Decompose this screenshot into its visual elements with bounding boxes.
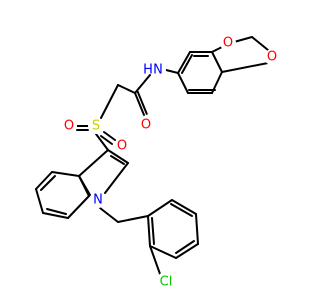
nitrogen-atom-indole: N — [93, 193, 103, 208]
double-bond — [134, 92, 145, 116]
bond — [104, 162, 129, 194]
bond — [46, 208, 67, 215]
oxygen-atom-sulfonyl-right: O — [117, 139, 127, 154]
bond — [35, 171, 53, 190]
bond — [110, 155, 125, 165]
atom-labels: O O N H O S O O N Cl — [61, 35, 280, 292]
molecule-structure: O O N H O S O O N Cl — [35, 35, 280, 292]
bond — [147, 199, 173, 217]
bond — [42, 212, 69, 219]
bond — [251, 36, 269, 51]
hydrogen-atom-amide: H — [143, 63, 153, 78]
bond-lines — [35, 36, 269, 275]
bond — [78, 175, 90, 197]
bond — [107, 149, 129, 164]
chlorine-atom: Cl — [160, 275, 173, 290]
bond — [100, 135, 113, 145]
bond — [233, 36, 253, 43]
bond — [95, 133, 109, 151]
oxygen-atom-dioxole-bottom: O — [267, 50, 277, 65]
bond — [175, 243, 199, 259]
bond — [100, 84, 119, 119]
bond — [103, 131, 116, 141]
bond — [51, 171, 80, 177]
bond — [35, 188, 44, 214]
nitrogen-atom-amide: N — [153, 63, 163, 78]
bond — [165, 69, 179, 74]
bond — [67, 195, 90, 219]
bond — [151, 217, 155, 245]
oxygen-atom-dioxole-top: O — [223, 36, 233, 51]
bond — [175, 240, 195, 254]
bond — [177, 51, 191, 74]
oxygen-atom-carbonyl: O — [141, 118, 151, 133]
bond — [147, 215, 151, 247]
oxygen-atom-sulfonyl-left: O — [64, 119, 74, 134]
bond — [181, 54, 193, 74]
sulfur-atom-sulfonyl: S — [92, 119, 100, 134]
bond — [149, 245, 177, 259]
bond — [170, 203, 193, 217]
bond — [134, 74, 151, 94]
bond — [99, 207, 119, 223]
bond — [117, 215, 149, 223]
bond — [149, 245, 161, 275]
bond — [171, 199, 197, 215]
bond — [211, 51, 223, 73]
bond — [177, 72, 189, 94]
double-bond — [136, 90, 148, 115]
bond — [40, 175, 56, 191]
bond — [78, 149, 109, 177]
bond — [117, 84, 136, 94]
bond — [221, 62, 269, 73]
bond — [195, 213, 199, 245]
